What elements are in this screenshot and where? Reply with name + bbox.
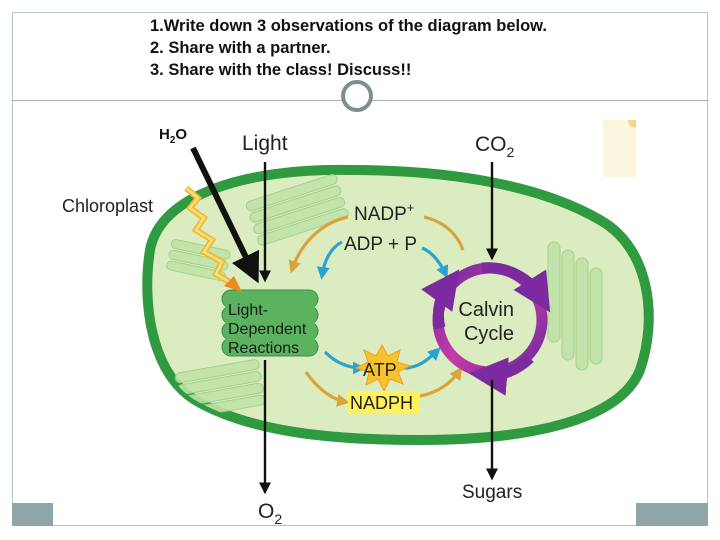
footer-bar-right bbox=[636, 503, 708, 526]
nadph-arrow-out bbox=[419, 366, 463, 398]
co2-label: CO2 bbox=[475, 133, 515, 160]
sugars-label: Sugars bbox=[462, 482, 522, 503]
light-label: Light bbox=[242, 132, 288, 155]
sunlight-arrowhead-icon bbox=[224, 276, 242, 292]
nadph-highlight bbox=[348, 391, 420, 413]
light-reactions-line: Dependent bbox=[228, 321, 307, 338]
nadp-to-cycle-arrow bbox=[423, 215, 465, 251]
nadp-label: NADP+ bbox=[354, 200, 414, 225]
water-arrow bbox=[190, 146, 260, 284]
nadph-label: NADPH bbox=[350, 393, 413, 413]
light-reactions-line: Reactions bbox=[228, 340, 299, 357]
instruction-list: 1.Write down 3 observations of the diagr… bbox=[150, 15, 547, 81]
divider-ring-icon bbox=[341, 80, 373, 112]
footer-bar-left bbox=[12, 503, 53, 526]
calvin-cycle-line: Cycle bbox=[464, 323, 514, 345]
instruction-item: 2. Share with a partner. bbox=[150, 39, 331, 57]
chloroplast-label: Chloroplast bbox=[62, 196, 153, 216]
nadph-arrow-in bbox=[304, 371, 350, 407]
calvin-cycle-label: Calvin Cycle bbox=[458, 299, 519, 345]
slide-frame bbox=[12, 12, 708, 526]
nadp-return-arrow bbox=[288, 215, 349, 274]
adp-label: ADP + P bbox=[344, 234, 417, 255]
calvin-cycle-ring bbox=[421, 262, 551, 396]
light-reactions-stack bbox=[221, 289, 319, 357]
light-reactions-line: Light- bbox=[228, 302, 268, 319]
calvin-cycle-line: Calvin bbox=[458, 299, 514, 321]
o2-label: O2 bbox=[258, 500, 282, 527]
corner-tab bbox=[603, 120, 636, 177]
water-label: H2O bbox=[159, 126, 187, 146]
instruction-item: 1.Write down 3 observations of the diagr… bbox=[150, 17, 547, 35]
atp-label: ATP bbox=[363, 360, 397, 380]
light-reactions-label: Light- Dependent Reactions bbox=[228, 302, 311, 357]
instruction-item: 3. Share with the class! Discuss!! bbox=[150, 61, 412, 79]
adp-return-arrow bbox=[316, 240, 343, 280]
